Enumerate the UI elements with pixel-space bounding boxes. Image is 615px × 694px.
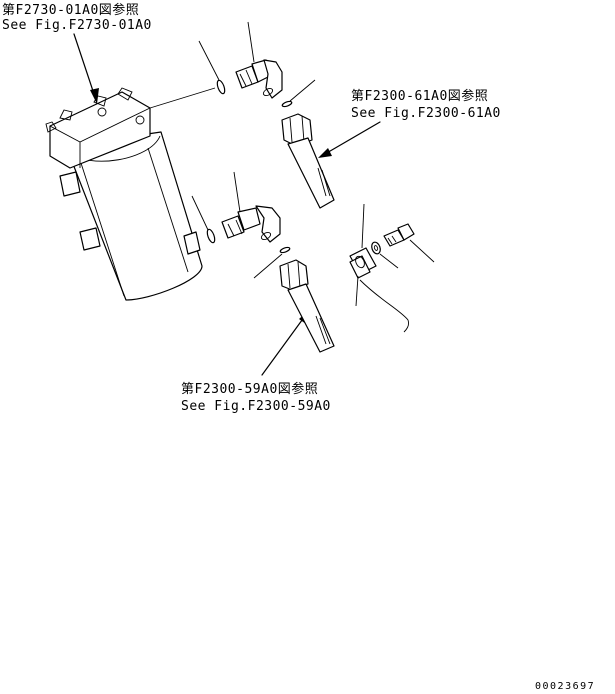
hose-upper — [281, 113, 335, 209]
ref-label-f2730-en: See Fig.F2730-01A0 — [2, 18, 152, 33]
elbow-fitting-lower — [221, 171, 281, 243]
o-ring-small-lower — [279, 246, 291, 254]
ref-label-f2300-59-jp: 第F2300-59A0図参照 — [181, 381, 318, 397]
leader-line-lower-oring — [253, 253, 283, 279]
ref-label-f2300-61-jp: 第F2300-61A0図参照 — [351, 88, 488, 104]
clamp-assembly — [349, 203, 435, 333]
o-ring-small-upper — [281, 100, 293, 108]
ref-label-f2300-61-en: See Fig.F2300-61A0 — [351, 106, 501, 121]
leader-arrow-f2300-59 — [261, 310, 309, 376]
leader-line-head — [149, 87, 216, 109]
hose-lower — [279, 259, 335, 353]
filter-assembly — [45, 87, 203, 301]
leader-arrow-f2300-61 — [318, 121, 381, 158]
ref-label-f2730-jp: 第F2730-01A0図参照 — [2, 2, 139, 18]
drawing-number: 00023697 — [535, 681, 595, 692]
elbow-fitting-upper — [235, 21, 283, 99]
o-ring-upper — [198, 40, 226, 95]
leader-line-upper-oring — [289, 79, 316, 102]
ref-label-f2300-59-en: See Fig.F2300-59A0 — [181, 399, 331, 414]
leader-arrow-f2730 — [73, 33, 99, 104]
o-ring-middle — [191, 195, 216, 244]
